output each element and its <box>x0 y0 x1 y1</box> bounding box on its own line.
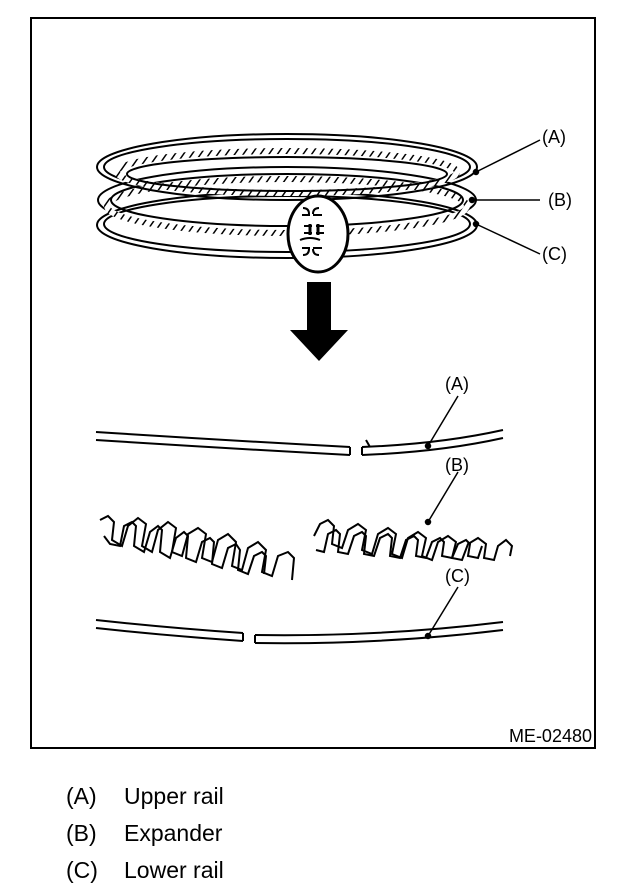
legend-item-upper-rail: (A) Upper rail <box>66 778 224 815</box>
legend-key: (B) <box>66 820 97 846</box>
callout-a-detail: (A) <box>445 374 469 394</box>
piston-ring-diagram: (A) (B) (C) (A) (B) (C) <box>95 127 572 645</box>
legend-key: (A) <box>66 783 97 809</box>
top-callout-leaders <box>468 139 541 255</box>
callout-b-detail: (B) <box>445 455 469 475</box>
legend-item-lower-rail: (C) Lower rail <box>66 852 224 889</box>
legend-text: Upper rail <box>124 783 224 809</box>
callout-a-top: (A) <box>542 127 566 147</box>
down-arrow-icon <box>290 282 348 361</box>
figure-frame <box>30 17 596 749</box>
callout-b-top: (B) <box>548 190 572 210</box>
legend-text: Expander <box>124 820 223 846</box>
legend-item-expander: (B) Expander <box>66 815 224 852</box>
callout-c-top: (C) <box>542 244 567 264</box>
upper-rail-segment <box>95 429 504 456</box>
legend-key: (C) <box>66 857 98 883</box>
legend-text: Lower rail <box>124 857 224 883</box>
legend: (A) Upper rail (B) Expander (C) Lower ra… <box>66 778 224 889</box>
expander-segment <box>99 514 514 581</box>
lower-rail-segment <box>95 619 504 645</box>
callout-c-detail: (C) <box>445 566 470 586</box>
figure-code: ME-02480 <box>508 726 592 746</box>
gap-detail-circle <box>286 194 350 274</box>
